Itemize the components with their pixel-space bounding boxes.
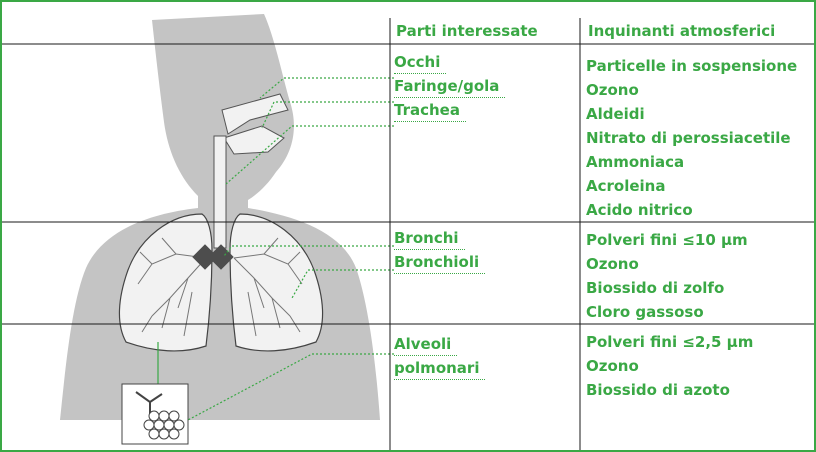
pollutant-item: Aldeidi [586, 102, 814, 126]
part-item: polmonari [394, 356, 574, 380]
pollutant-item: Biossido di zolfo [586, 276, 814, 300]
part-item: Occhi [394, 50, 574, 74]
pollutant-item: Cloro gassoso [586, 300, 814, 324]
pollutant-item: Ozono [586, 78, 814, 102]
parts-list-alveoli: Alveoli polmonari [394, 332, 574, 380]
alveoli-inset [122, 384, 188, 444]
airway-trachea [214, 136, 226, 248]
part-item: Faringe/gola [394, 74, 574, 98]
pollutant-item: Biossido di azoto [586, 378, 814, 402]
header-pollutants: Inquinanti atmosferici [588, 22, 775, 40]
pollutant-item: Polveri fini ≤2,5 µm [586, 330, 814, 354]
part-item: Trachea [394, 98, 574, 122]
part-item: Bronchi [394, 226, 574, 250]
parts-list-bronchi: Bronchi Bronchioli [394, 226, 574, 274]
pollutant-list-alveoli: Polveri fini ≤2,5 µm Ozono Biossido di a… [586, 330, 814, 402]
pollutant-item: Acido nitrico [586, 198, 814, 222]
header-parts: Parti interessate [396, 22, 538, 40]
part-item: Alveoli [394, 332, 574, 356]
pollutant-item: Ammoniaca [586, 150, 814, 174]
pollutant-item: Nitrato di perossiacetile [586, 126, 814, 150]
pollutant-list-bronchi: Polveri fini ≤10 µm Ozono Biossido di zo… [586, 228, 814, 324]
parts-list-upper: Occhi Faringe/gola Trachea [394, 50, 574, 122]
part-item: Bronchioli [394, 250, 574, 274]
pollutant-item: Particelle in sospensione [586, 54, 814, 78]
pollutant-item: Acroleina [586, 174, 814, 198]
pollutant-list-upper: Particelle in sospensione Ozono Aldeidi … [586, 54, 814, 222]
pollutant-item: Ozono [586, 252, 814, 276]
pollutant-item: Polveri fini ≤10 µm [586, 228, 814, 252]
pollutant-item: Ozono [586, 354, 814, 378]
